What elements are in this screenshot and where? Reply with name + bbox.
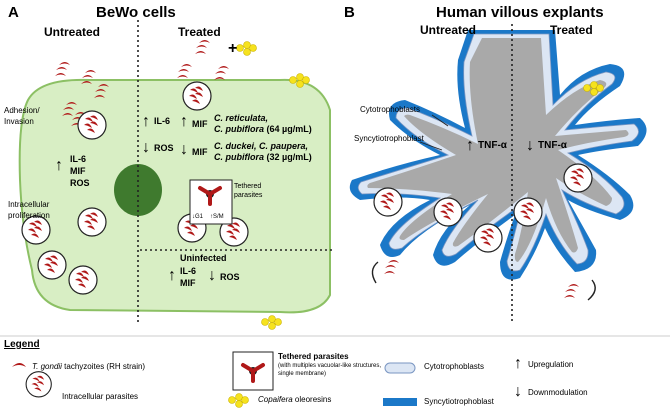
mif-up-conc: (64 µg/mL) — [264, 124, 312, 134]
curved-arrow-icon — [371, 261, 379, 284]
down-arrow-icon: ↓ — [180, 141, 188, 158]
oleoresin-icon — [236, 41, 257, 56]
uninfected-label: Uninfected — [180, 253, 227, 263]
villus-core — [367, 38, 629, 262]
panel-a-letter: A — [8, 4, 19, 21]
panel-a-untreated: Untreated — [44, 25, 101, 39]
mif-down-conc: (32 µg/mL) — [264, 152, 312, 162]
panel-a-treated: Treated — [178, 25, 221, 39]
tnf-untreated: TNF-α — [478, 140, 507, 151]
legend-downmodulation: Downmodulation — [528, 388, 588, 397]
panel-b-untreated: Untreated — [420, 23, 477, 37]
marker-ros: ROS — [70, 178, 90, 188]
oleoresin-icon — [261, 315, 282, 330]
down-arrow-icon: ↓ — [142, 139, 150, 156]
intracellular-legend-icon — [25, 371, 52, 398]
legend-down-arrow-icon: ↓ — [514, 383, 522, 400]
tachyzoite-group-icon — [214, 66, 229, 80]
tethered-parasite-icon — [198, 186, 222, 206]
legend-syncytiotrophoblast: Syncytiotrophoblast — [424, 397, 494, 406]
cytotrophoblasts-label: Cytotrophoblasts — [360, 105, 421, 114]
panel-b-letter: B — [344, 4, 355, 21]
down-arrow-icon: ↓ — [208, 267, 216, 284]
legend-tethered-title: Tethered parasites — [278, 352, 349, 361]
tachyzoite-group-icon — [55, 62, 70, 76]
adhesion-label-2: Invasion — [4, 117, 34, 126]
oleoresin-legend-icon — [228, 393, 249, 408]
intracellular-parasite-icon — [513, 197, 543, 227]
mif-down-species-1: C. duckei, C. paupera, — [214, 141, 309, 151]
mif-up-species-1: C. reticulata, — [214, 113, 269, 123]
cell-cycle-sm: ↑S/M — [210, 214, 224, 220]
intracellular-parasite-icon — [373, 187, 403, 217]
intracellular-parasite-icon — [37, 250, 67, 280]
tethered-label-1: Tethered — [234, 183, 262, 190]
up-arrow-icon: ↑ — [142, 113, 150, 130]
down-arrow-icon: ↓ — [526, 137, 534, 154]
syncytio-legend-icon — [383, 398, 417, 406]
up-arrow-icon: ↑ — [466, 137, 474, 154]
uninf-ros: ROS — [220, 272, 240, 282]
mif-up-label: MIF — [192, 119, 208, 129]
tnf-treated: TNF-α — [538, 140, 567, 151]
intracellular-parasite-icon — [77, 207, 107, 237]
tachyzoite-group-icon — [564, 284, 579, 298]
legend-up-arrow-icon: ↑ — [514, 355, 522, 372]
intracellular-parasite-icon — [473, 223, 503, 253]
legend-intracellular: Intracellular parasites — [62, 392, 139, 401]
legend-cytotrophoblasts: Cytotrophoblasts — [424, 362, 485, 371]
legend-title: Legend — [4, 339, 40, 350]
legend-tethered-desc1: (with multiples vacuolar-like structures… — [278, 363, 382, 369]
cell-cycle-g1: ↓G1 — [192, 214, 204, 220]
treated-il6: IL-6 — [154, 116, 171, 126]
panel-a-title: BeWo cells — [96, 4, 176, 21]
curved-arrow-icon — [587, 279, 596, 301]
intracellular-parasite-icon — [563, 163, 593, 193]
intracellular-parasite-icon — [77, 110, 107, 140]
up-arrow-icon: ↑ — [168, 267, 176, 284]
treated-ros: ROS — [154, 143, 174, 153]
plus-sign: + — [228, 40, 238, 57]
intracellular-parasite-icon — [182, 81, 212, 111]
up-arrow-icon: ↑ — [55, 157, 63, 174]
cytotrophoblast-legend-icon — [384, 362, 416, 374]
panel-b-treated: Treated — [550, 23, 593, 37]
intracellular-parasite-icon — [21, 215, 51, 245]
tethered-label-2: parasites — [234, 192, 263, 199]
uninf-mif: MIF — [180, 278, 196, 288]
legend-oleoresins: oleoresins — [292, 395, 332, 404]
marker-il6: IL-6 — [70, 154, 87, 164]
tachyzoite-group-icon — [195, 40, 210, 54]
intracellular-label-2: proliferation — [8, 211, 50, 220]
label-leader-line — [431, 114, 449, 127]
legend-upregulation: Upregulation — [528, 360, 574, 369]
intracellular-parasite-icon — [433, 197, 463, 227]
mif-up-species-2: C. pubiflora — [214, 124, 264, 134]
intracellular-parasite-icon — [68, 265, 98, 295]
mif-down-species-2: C. pubiflora — [214, 152, 264, 162]
tachyzoite-group-icon — [384, 260, 399, 274]
mif-down-label: MIF — [192, 147, 208, 157]
tachyzoite-group-icon — [177, 64, 192, 78]
uninf-il6: IL-6 — [180, 266, 197, 276]
adhesion-label-1: Adhesion/ — [4, 106, 40, 115]
up-arrow-icon: ↑ — [180, 113, 188, 130]
label-leader-line — [419, 141, 443, 151]
tachyzoite-legend-icon — [12, 363, 26, 367]
tethered-legend-icon — [241, 363, 265, 383]
intracellular-label-1: Intracellular — [8, 200, 50, 209]
panel-b-title: Human villous explants — [436, 4, 604, 21]
legend-copaifera: Copaifera — [258, 395, 293, 404]
legend-tethered-desc2: single membrane) — [278, 371, 327, 377]
syncytiotrophoblast-label: Syncytiotrophoblast — [354, 134, 424, 143]
marker-mif: MIF — [70, 166, 86, 176]
legend-tachyzoites-species: T. gondii — [32, 362, 62, 371]
legend-tachyzoites: tachyzoites (RH strain) — [61, 362, 146, 371]
